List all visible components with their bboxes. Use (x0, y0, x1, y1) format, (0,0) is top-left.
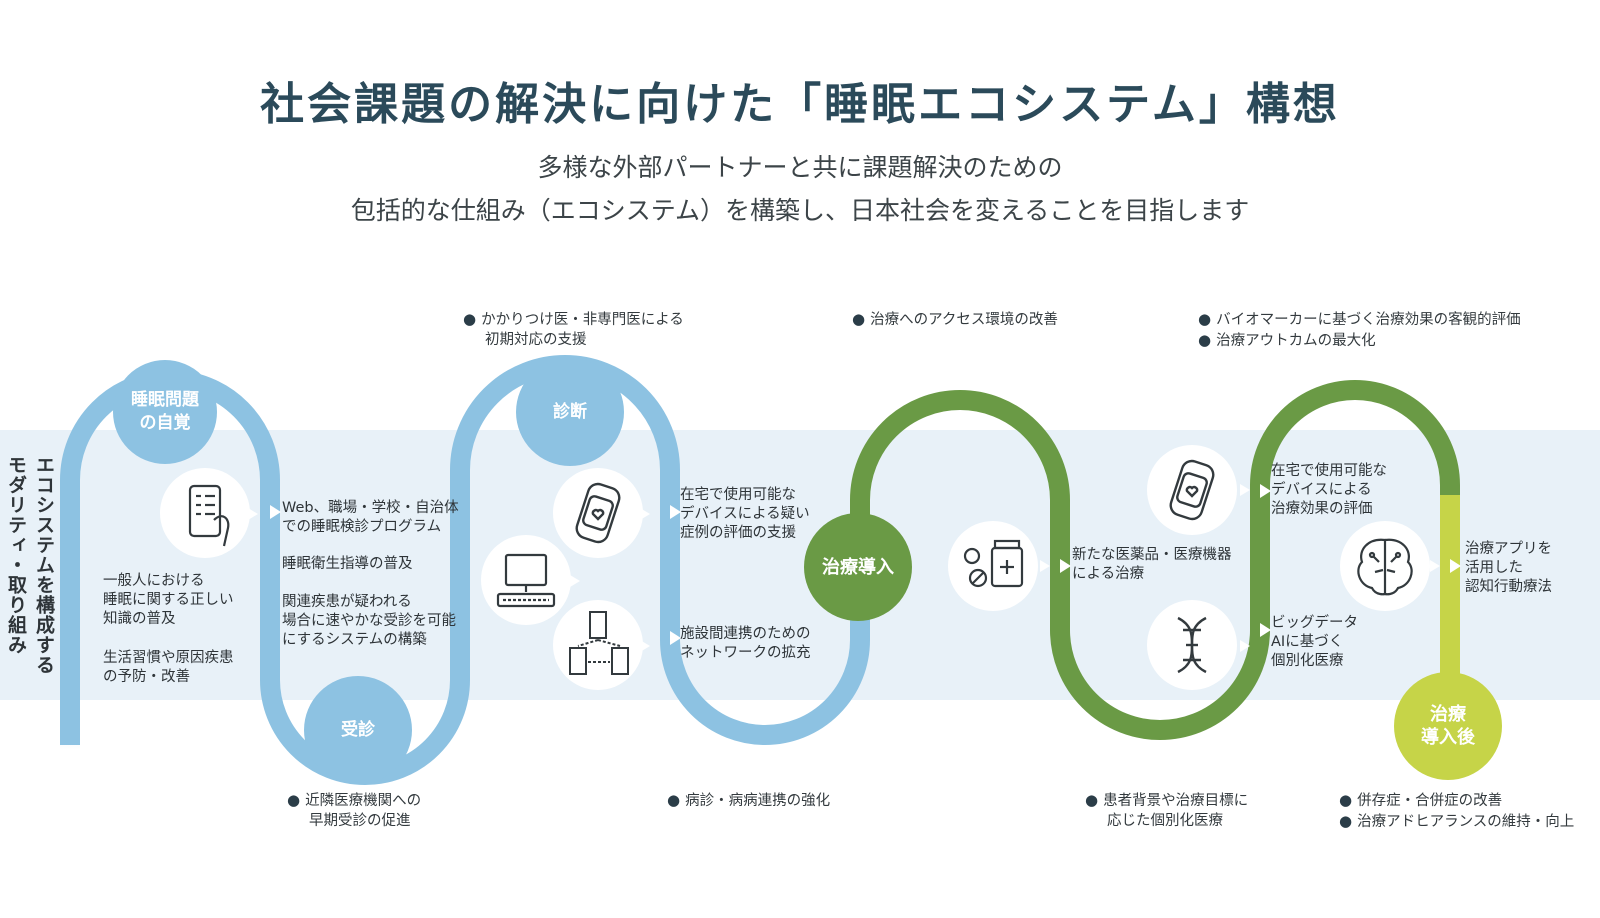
path-segment-green (850, 380, 1460, 740)
arrow-right-icon (1060, 559, 1071, 573)
buildings-network-icon (569, 611, 629, 675)
text-new-drugs: 新たな医薬品・医療機器による治療 (1072, 547, 1232, 582)
text-system: 関連疾患が疑われる場合に速やかな受診を可能にするシステムの構築 (282, 594, 456, 648)
medicine-icon (963, 539, 1024, 588)
text-home-eval: 在宅で使用可能なデバイスによる治療効果の評価 (1271, 463, 1387, 517)
smartwatch-icon (1169, 459, 1215, 521)
smartwatch-icon (575, 482, 621, 544)
node-treatment-start: 治療導入 (804, 513, 912, 621)
path-segment-blue (60, 355, 870, 785)
arrow-right-icon (1260, 484, 1271, 498)
text-awareness-1: 一般人における睡眠に関する正しい知識の普及 (103, 573, 234, 627)
text-network: 施設間連携のためのネットワークの拡充 (680, 626, 811, 661)
computer-icon (496, 553, 556, 608)
node-awareness: 睡眠問題の自覚 (113, 360, 217, 464)
text-hygiene: 睡眠衛生指導の普及 (282, 556, 413, 572)
node-consultation: 受診 (304, 676, 412, 784)
path-tail-fade (60, 640, 80, 750)
text-app: 治療アプリを活用した認知行動療法 (1465, 541, 1552, 595)
node-diagnosis: 診断 (516, 358, 624, 466)
dna-icon (1177, 616, 1207, 674)
page-title: 社会課題の解決に向けた「睡眠エコシステム」構想 (260, 79, 1340, 130)
note-biomarker: バイオマーカーに基づく治療効果の客観的評価治療アウトカムの最大化 (1198, 309, 1521, 351)
subtitle-line-2: 包括的な仕組み（エコシステム）を構築し、日本社会を変えることを目指します (350, 196, 1250, 225)
arrow-right-icon (270, 505, 281, 519)
arrow-right-icon (1450, 559, 1461, 573)
subtitle-line-1: 多様な外部パートナーと共に課題解決のための (537, 153, 1063, 182)
text-awareness-2: 生活習慣や原因疾患の予防・改善 (103, 650, 234, 685)
smartphone-checklist-icon (188, 484, 230, 547)
arrow-right-icon (670, 631, 681, 645)
note-hospital: 病診・病病連携の強化 (667, 790, 830, 811)
side-label: エコシステムを構成するモダリティ・取り組み (5, 455, 55, 675)
brain-circuit-icon (1357, 538, 1413, 596)
text-program: Web、職場・学校・自治体での睡眠検診プログラム (282, 500, 459, 535)
arrow-right-icon (670, 505, 681, 519)
node-after-treatment: 治療導入後 (1394, 672, 1502, 780)
arrow-right-icon (1260, 623, 1271, 637)
note-treatment-access: 治療へのアクセス環境の改善 (852, 309, 1058, 330)
note-comorbidity: 併存症・合併症の改善治療アドヒアランスの維持・向上 (1339, 790, 1574, 832)
text-home-device: 在宅で使用可能なデバイスによる疑い症例の評価の支援 (680, 487, 810, 541)
